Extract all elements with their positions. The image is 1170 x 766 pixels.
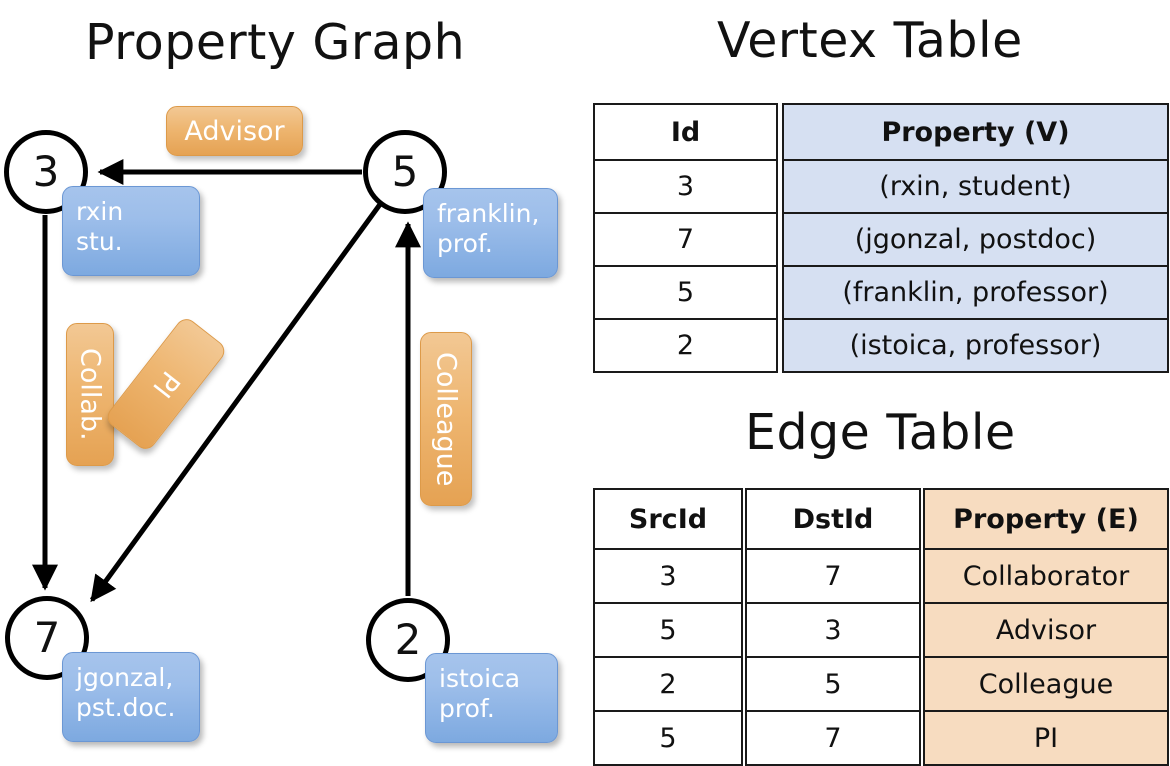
vertex-table-cell-id: 7 — [595, 212, 776, 265]
vertex-property-box-3: rxin stu. — [62, 186, 200, 276]
edge-table-cell-srcid: 5 — [595, 602, 741, 656]
property-graph-diagram: 3 5 7 2 rxin stu. franklin, prof. jgonza… — [0, 0, 585, 760]
vertex-table-cell-property: (rxin, student) — [784, 159, 1167, 212]
edge-label-colleague: Colleague — [420, 332, 472, 506]
vertex-table-header-property: Property (V) — [784, 105, 1167, 159]
vertex-table-header-id: Id — [595, 105, 776, 159]
edge-table-header-property: Property (E) — [925, 490, 1167, 548]
page-title-property-graph: Property Graph — [85, 14, 466, 71]
vertex-property-box-2: istoica prof. — [425, 653, 558, 743]
edge-table-cell-dstid: 5 — [747, 656, 919, 710]
edge-label-advisor: Advisor — [166, 106, 303, 156]
graph-edges-svg — [32, 159, 421, 603]
page-title-edge-table: Edge Table — [745, 404, 1016, 461]
edge-label-text: Collab. — [74, 348, 106, 441]
vertex-table-cell-property: (istoica, professor) — [784, 318, 1167, 371]
edge-table-cell-property: PI — [925, 710, 1167, 764]
vertex-property-line-2: prof. — [439, 693, 495, 723]
edge-table-cell-property: Advisor — [925, 602, 1167, 656]
edge-table-cell-dstid: 7 — [747, 548, 919, 602]
edge-table-header-dstid: DstId — [747, 490, 919, 548]
edge-table-cell-property: Colleague — [925, 656, 1167, 710]
vertex-property-box-7: jgonzal, pst.doc. — [62, 652, 200, 742]
graph-node-2[interactable]: 2 — [366, 598, 450, 682]
vertex-property-line-1: jgonzal, — [76, 663, 174, 692]
edge-table-header-srcid: SrcId — [595, 490, 741, 548]
vertex-table-cell-property: (jgonzal, postdoc) — [784, 212, 1167, 265]
vertex-table-cell-property: (franklin, professor) — [784, 265, 1167, 318]
edge-table-cell-property: Collaborator — [925, 548, 1167, 602]
edge-label-text: Colleague — [430, 351, 462, 487]
edge-table-cell-dstid: 7 — [747, 710, 919, 764]
edge-table-cell-srcid: 2 — [595, 656, 741, 710]
page-title-vertex-table: Vertex Table — [717, 12, 1023, 69]
vertex-property-line-1: istoica — [439, 664, 521, 693]
edge-5-to-7 — [89, 201, 384, 603]
edge-table-dstid-column: DstId 7 3 5 7 — [745, 488, 921, 766]
edge-label-collab: Collab. — [66, 323, 114, 466]
vertex-property-line-2: prof. — [437, 228, 493, 258]
edge-table-cell-srcid: 3 — [595, 548, 741, 602]
vertex-property-box-5: franklin, prof. — [423, 188, 558, 278]
vertex-property-line-2: pst.doc. — [76, 692, 176, 722]
edge-table-srcid-column: SrcId 3 5 2 5 — [593, 488, 743, 766]
edge-label-text: Advisor — [184, 115, 285, 147]
edge-label-text: PI — [146, 364, 186, 404]
vertex-property-line-2: stu. — [76, 226, 123, 256]
graph-node-5[interactable]: 5 — [363, 130, 447, 214]
vertex-property-line-1: rxin — [76, 197, 124, 226]
vertex-table-property-column: Property (V) (rxin, student) (jgonzal, p… — [782, 103, 1169, 373]
vertex-property-line-1: franklin, — [437, 199, 540, 228]
vertex-table-cell-id: 2 — [595, 318, 776, 371]
edge-table-cell-dstid: 3 — [747, 602, 919, 656]
vertex-table-id-column: Id 3 7 5 2 — [593, 103, 778, 373]
edge-table-cell-srcid: 5 — [595, 710, 741, 764]
vertex-table-cell-id: 3 — [595, 159, 776, 212]
vertex-table-cell-id: 5 — [595, 265, 776, 318]
edge-table-property-column: Property (E) Collaborator Advisor Collea… — [923, 488, 1169, 766]
